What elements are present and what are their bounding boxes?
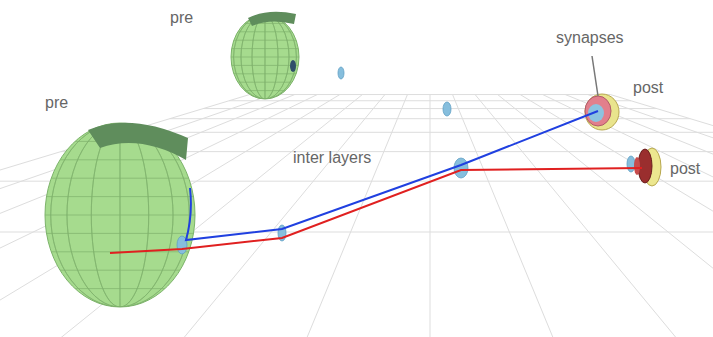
- grid-line: [0, 95, 317, 337]
- grid-line: [250, 94, 611, 95]
- post-synapse: [585, 94, 619, 130]
- blue-path: [186, 111, 598, 240]
- part-label: post: [633, 80, 663, 96]
- grid-line: [125, 132, 713, 133]
- grid-line: [453, 95, 554, 337]
- floor-grid: [0, 95, 713, 337]
- part-label: pre: [45, 95, 68, 111]
- layer-disc: [177, 67, 635, 254]
- grid-line: [0, 95, 272, 337]
- grid-line: [430, 95, 431, 337]
- part-label: pre: [170, 10, 193, 26]
- grid-line: [0, 95, 340, 337]
- grid-line: [0, 95, 295, 337]
- grid-line: [229, 100, 631, 101]
- pre-sphere: [45, 123, 195, 307]
- leader-line: [592, 56, 598, 96]
- grid-line: [610, 95, 713, 337]
- part-label: synapses: [556, 30, 624, 46]
- grid-line: [543, 95, 713, 337]
- part-label: inter layers: [293, 150, 371, 166]
- pre-sphere: [231, 12, 299, 99]
- grid-line: [182, 95, 385, 337]
- grid-line: [565, 95, 713, 337]
- part-label: post: [670, 161, 700, 177]
- grid-line: [588, 95, 713, 337]
- grid-line: [498, 95, 713, 337]
- post-synapse: [634, 148, 661, 186]
